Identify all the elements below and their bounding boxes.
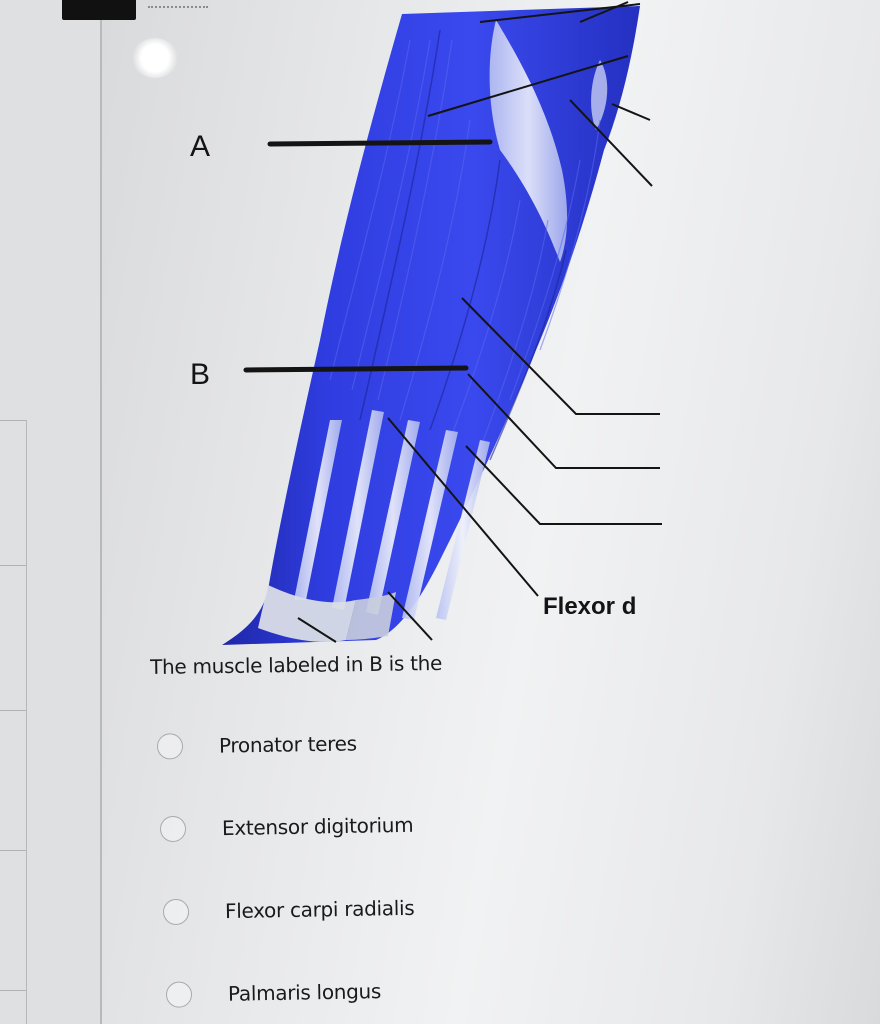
sidebar-tab-divider — [0, 850, 26, 851]
label-b: B — [190, 358, 211, 391]
radio-button[interactable] — [156, 733, 184, 760]
partial-muscle-label: Flexor d — [543, 593, 637, 620]
answer-option[interactable]: Flexor carpi radialis — [162, 895, 415, 926]
forearm-illustration — [222, 1, 662, 645]
medial-epicondyle-tendon — [591, 60, 608, 130]
sidebar-tab-divider — [0, 565, 26, 566]
sidebar-tab-divider — [0, 420, 26, 421]
answer-option[interactable]: Palmaris longus — [165, 978, 382, 1008]
screen-glare — [132, 38, 178, 78]
points-text-cropped — [148, 0, 208, 8]
bicipital-aponeurosis — [489, 20, 568, 262]
muscle-borders — [359, 29, 567, 461]
answer-option-label[interactable]: Flexor carpi radialis — [224, 895, 415, 924]
left-sidebar — [0, 0, 102, 1024]
answer-option-label[interactable]: Pronator teres — [218, 731, 357, 758]
radio-button[interactable] — [165, 981, 193, 1008]
wrist-band-right — [346, 592, 396, 640]
answer-option[interactable]: Extensor digitorium — [159, 812, 414, 843]
answer-option-label[interactable]: Extensor digitorium — [221, 812, 414, 841]
question-prompt: The muscle labeled in B is the — [150, 650, 443, 679]
label-a: A — [190, 130, 211, 163]
radio-button[interactable] — [162, 898, 190, 926]
muscle-fibers — [329, 39, 601, 461]
question-number-badge — [62, 0, 136, 20]
label-b-leader — [243, 365, 469, 373]
sidebar-tab-divider — [0, 710, 26, 711]
wrist-tendons — [294, 410, 490, 620]
sidebar-tab-edge — [26, 420, 27, 1024]
radio-button[interactable] — [159, 815, 187, 843]
unlabeled-leader-lines — [297, 1, 662, 643]
answer-option[interactable]: Pronator teres — [156, 730, 357, 760]
sidebar-tab-divider — [0, 990, 26, 991]
forearm-muscle-diagram: A B Flexor d — [132, 1, 662, 645]
label-a-leader — [267, 139, 493, 147]
forearm-muscle-mass — [222, 6, 640, 645]
answer-option-label[interactable]: Palmaris longus — [227, 979, 382, 1006]
flexor-retinaculum — [258, 585, 356, 642]
